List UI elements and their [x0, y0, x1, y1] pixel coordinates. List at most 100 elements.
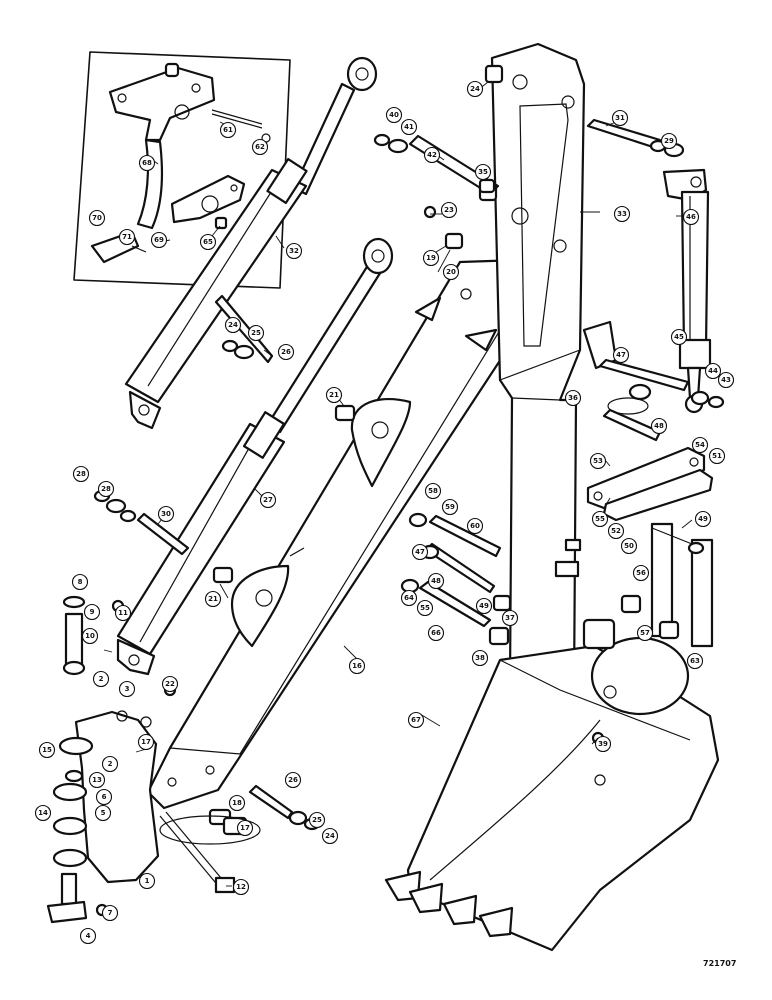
callout-38: 38 [471, 649, 489, 667]
callout-circle [400, 118, 418, 136]
callout-30: 30 [157, 505, 175, 523]
callout-26: 26 [277, 343, 295, 361]
callout-9: 9 [83, 603, 101, 621]
callout-number: 4 [86, 932, 91, 940]
callout-number: 11 [118, 609, 128, 617]
callout-number: 25 [251, 329, 261, 337]
callout-circle [79, 927, 97, 945]
callout-circle [422, 249, 440, 267]
callout-42: 42 [423, 146, 441, 164]
callout-number: 24 [470, 85, 480, 93]
callout-circle [228, 794, 246, 812]
callout-number: 22 [165, 680, 175, 688]
callout-20: 20 [442, 263, 460, 281]
callout-number: 50 [624, 542, 634, 550]
callout-25: 25 [247, 324, 265, 342]
callout-circle [157, 505, 175, 523]
callout-59: 59 [441, 498, 459, 516]
swing-post-assembly [46, 595, 236, 924]
callout-circle [650, 417, 668, 435]
callout-number: 21 [329, 391, 339, 399]
callout-number: 6 [102, 793, 107, 801]
callout-14: 14 [34, 804, 52, 822]
callout-1: 1 [138, 872, 156, 890]
callout-22: 22 [161, 675, 179, 693]
callout-40: 40 [385, 106, 403, 124]
callout-number: 60 [470, 522, 480, 530]
callout-number: 41 [404, 123, 414, 131]
callout-number: 17 [240, 824, 250, 832]
callout-circle [442, 263, 460, 281]
callout-number: 49 [479, 602, 489, 610]
callout-circle [424, 482, 442, 500]
callout-29: 29 [660, 132, 678, 150]
callout-circle [321, 827, 339, 845]
callout-number: 8 [78, 578, 83, 586]
callout-number: 47 [616, 351, 626, 359]
callout-number: 26 [288, 776, 298, 784]
callout-number: 70 [92, 214, 102, 222]
callout-number: 33 [617, 210, 627, 218]
callout-circle [199, 233, 217, 251]
callout-number: 56 [636, 569, 646, 577]
callout-circle [325, 386, 343, 404]
callout-32: 32 [285, 242, 303, 260]
callout-number: 28 [101, 485, 111, 493]
callout-number: 48 [654, 422, 664, 430]
callout-circle [632, 564, 650, 582]
callout-circle [251, 138, 269, 156]
callout-number: 40 [389, 111, 399, 119]
callout-circle [88, 209, 106, 227]
callout-circle [474, 163, 492, 181]
callout-number: 39 [598, 740, 608, 748]
callout-number: 27 [263, 496, 273, 504]
callout-58: 58 [424, 482, 442, 500]
callout-24: 24 [321, 827, 339, 845]
callout-64: 64 [400, 589, 418, 607]
callout-11: 11 [114, 604, 132, 622]
callout-circle [471, 649, 489, 667]
callout-circle [236, 819, 254, 837]
callout-15: 15 [38, 741, 56, 759]
callout-12: 12 [232, 878, 250, 896]
callout-circle [427, 624, 445, 642]
callout-36: 36 [564, 389, 582, 407]
callout-number: 30 [161, 510, 171, 518]
callout-number: 71 [122, 233, 132, 241]
callout-21: 21 [204, 590, 222, 608]
callout-number: 19 [426, 254, 436, 262]
callout-circle [285, 242, 303, 260]
part-callouts: 1223456789101112131415161717181920212122… [34, 80, 735, 945]
callout-48: 48 [427, 572, 445, 590]
callout-circle [691, 436, 709, 454]
callout-circle [232, 878, 250, 896]
callout-circle [71, 573, 89, 591]
callout-number: 9 [90, 608, 95, 616]
callout-21: 21 [325, 386, 343, 404]
callout-number: 32 [289, 247, 299, 255]
callout-7: 7 [101, 904, 119, 922]
callout-number: 21 [208, 595, 218, 603]
callout-8: 8 [71, 573, 89, 591]
callout-number: 15 [42, 746, 52, 754]
callout-circle [92, 670, 110, 688]
callout-circle [611, 109, 629, 127]
callout-number: 53 [593, 457, 603, 465]
callout-46: 46 [682, 208, 700, 226]
callout-circle [440, 201, 458, 219]
callout-number: 64 [404, 594, 414, 602]
callout-17: 17 [137, 733, 155, 751]
callout-number: 54 [695, 441, 705, 449]
callout-44: 44 [704, 362, 722, 380]
callout-70: 70 [88, 209, 106, 227]
callout-52: 52 [607, 522, 625, 540]
callout-71: 71 [118, 228, 136, 246]
callout-18: 18 [228, 794, 246, 812]
callout-61: 61 [219, 121, 237, 139]
callout-68: 68 [138, 154, 156, 172]
callout-circle [686, 652, 704, 670]
bucket [384, 618, 720, 952]
callout-circle [466, 80, 484, 98]
